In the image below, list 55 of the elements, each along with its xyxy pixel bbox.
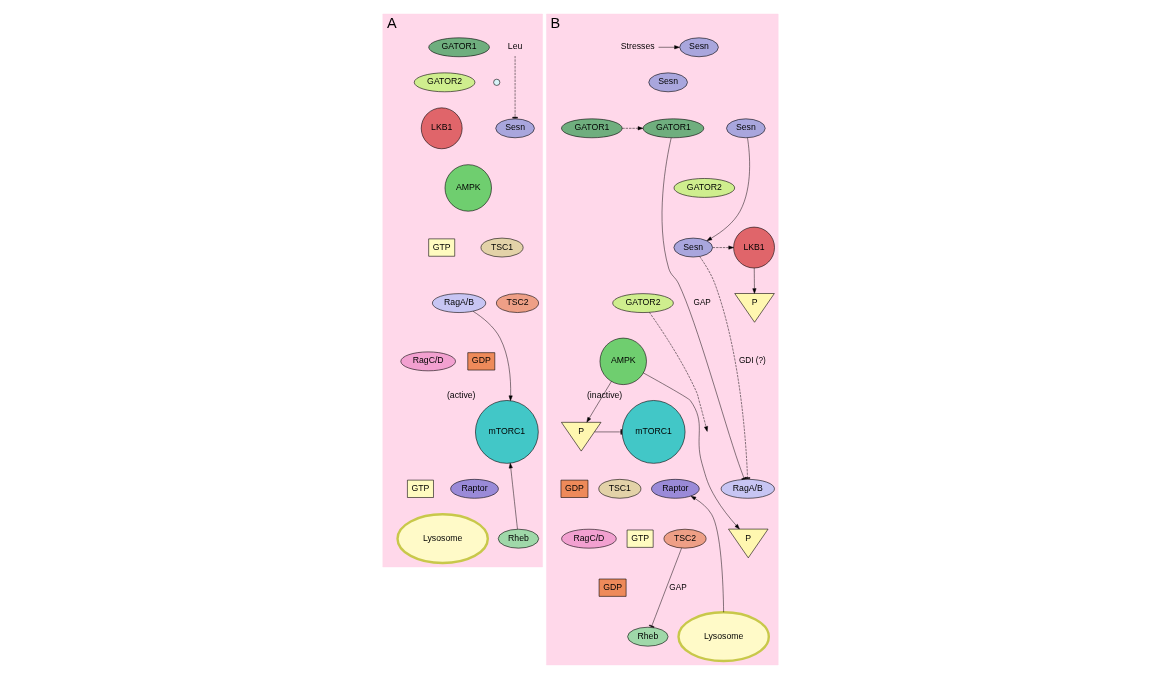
arrow — [712, 245, 734, 250]
node-circle — [492, 78, 500, 86]
node-box: GDP — [598, 578, 626, 597]
node-ellipse: Sesn — [678, 37, 719, 58]
node-ellipse: Rheb — [497, 528, 539, 549]
node-box: GTP — [406, 479, 434, 498]
node-ellipse: TSC2 — [663, 528, 706, 549]
node-ellipse: GATOR1 — [427, 37, 490, 58]
node-ellipse: TSC1 — [597, 479, 641, 499]
node-circle: LKB1 — [420, 107, 462, 150]
node-ellipse: RagC/D — [560, 528, 617, 549]
node-text: Leu — [507, 41, 522, 52]
node-label: (active) — [446, 389, 475, 400]
connector — [511, 55, 518, 119]
node-circle: AMPK — [444, 164, 492, 212]
node-circle: LKB1 — [732, 226, 775, 269]
node-box: GTP — [626, 529, 653, 548]
arrow — [508, 462, 518, 530]
node-ellipse: Lysosome — [395, 513, 489, 565]
arrow — [472, 311, 513, 401]
arrow — [621, 126, 643, 131]
edge-label: GAP — [668, 582, 687, 592]
edge-label: GAP — [693, 298, 711, 308]
edge-label: GDI (?) — [738, 356, 766, 366]
node-ellipse: RagA/B — [431, 293, 486, 313]
node-ellipse: TSC2 — [495, 293, 539, 313]
node-box: GTP — [427, 238, 455, 257]
node-circle: mTORC1 — [474, 400, 539, 464]
node-ellipse: TSC1 — [480, 237, 523, 258]
connector — [593, 429, 622, 435]
node-ellipse: Sesn — [725, 118, 765, 139]
arrow — [752, 267, 756, 294]
connector — [699, 256, 750, 480]
node-text: Stresses — [620, 41, 655, 52]
arrow — [586, 381, 612, 423]
arrow — [642, 372, 740, 530]
node-ellipse: GATOR2 — [413, 72, 475, 93]
node-circle: AMPK — [599, 337, 647, 385]
arrow — [648, 312, 708, 432]
arrow — [706, 137, 750, 241]
node-ellipse: GATOR2 — [611, 293, 674, 313]
arrow — [657, 45, 680, 50]
connector — [648, 547, 682, 628]
node-ellipse: Raptor — [449, 479, 499, 499]
node-ellipse: GATOR1 — [560, 118, 622, 139]
arrow — [690, 495, 724, 613]
node-ellipse: GATOR1 — [642, 118, 704, 139]
connector — [661, 137, 747, 480]
node-ellipse: Sesn — [647, 72, 688, 93]
node-label: (inactive) — [586, 389, 622, 400]
node-ellipse: GATOR2 — [673, 178, 735, 198]
node-box: GDP — [560, 479, 588, 498]
node-ellipse: RagC/D — [400, 351, 456, 372]
node-box: GDP — [466, 352, 495, 371]
node-ellipse: Lysosome — [676, 611, 770, 663]
